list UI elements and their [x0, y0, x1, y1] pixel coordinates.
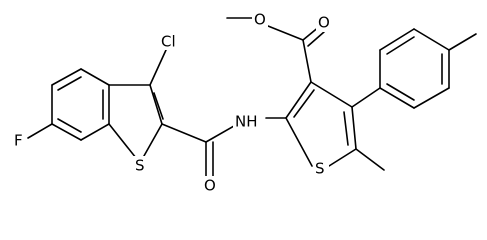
atom-o-ester-ether: O [254, 11, 266, 29]
tolyl-ring [351, 28, 450, 109]
atom-s-thiophene: S [315, 160, 325, 178]
structure-canvas: Cl F S S NH O O O [12, 10, 477, 195]
thiophene-methyl-bond [355, 148, 385, 171]
benzothiophene-five-ring [108, 84, 164, 164]
methyl-ester [226, 17, 325, 83]
atom-s-benzothiophene: S [135, 157, 145, 175]
benzene-ring-fused [51, 68, 110, 141]
molecule-diagram: Cl F S S NH O O O [12, 10, 477, 195]
atom-o-ester-carbonyl: O [318, 14, 330, 32]
atom-f: F [14, 132, 23, 150]
thiophene-ring [285, 81, 357, 167]
c-f-bond [27, 123, 53, 139]
atom-o-amide: O [204, 177, 216, 195]
tolyl-methyl-bond [448, 33, 477, 51]
c-cl-bond [149, 49, 167, 86]
amide-linker [161, 117, 287, 182]
atom-cl: Cl [161, 33, 176, 51]
atom-nh: NH [235, 113, 258, 131]
